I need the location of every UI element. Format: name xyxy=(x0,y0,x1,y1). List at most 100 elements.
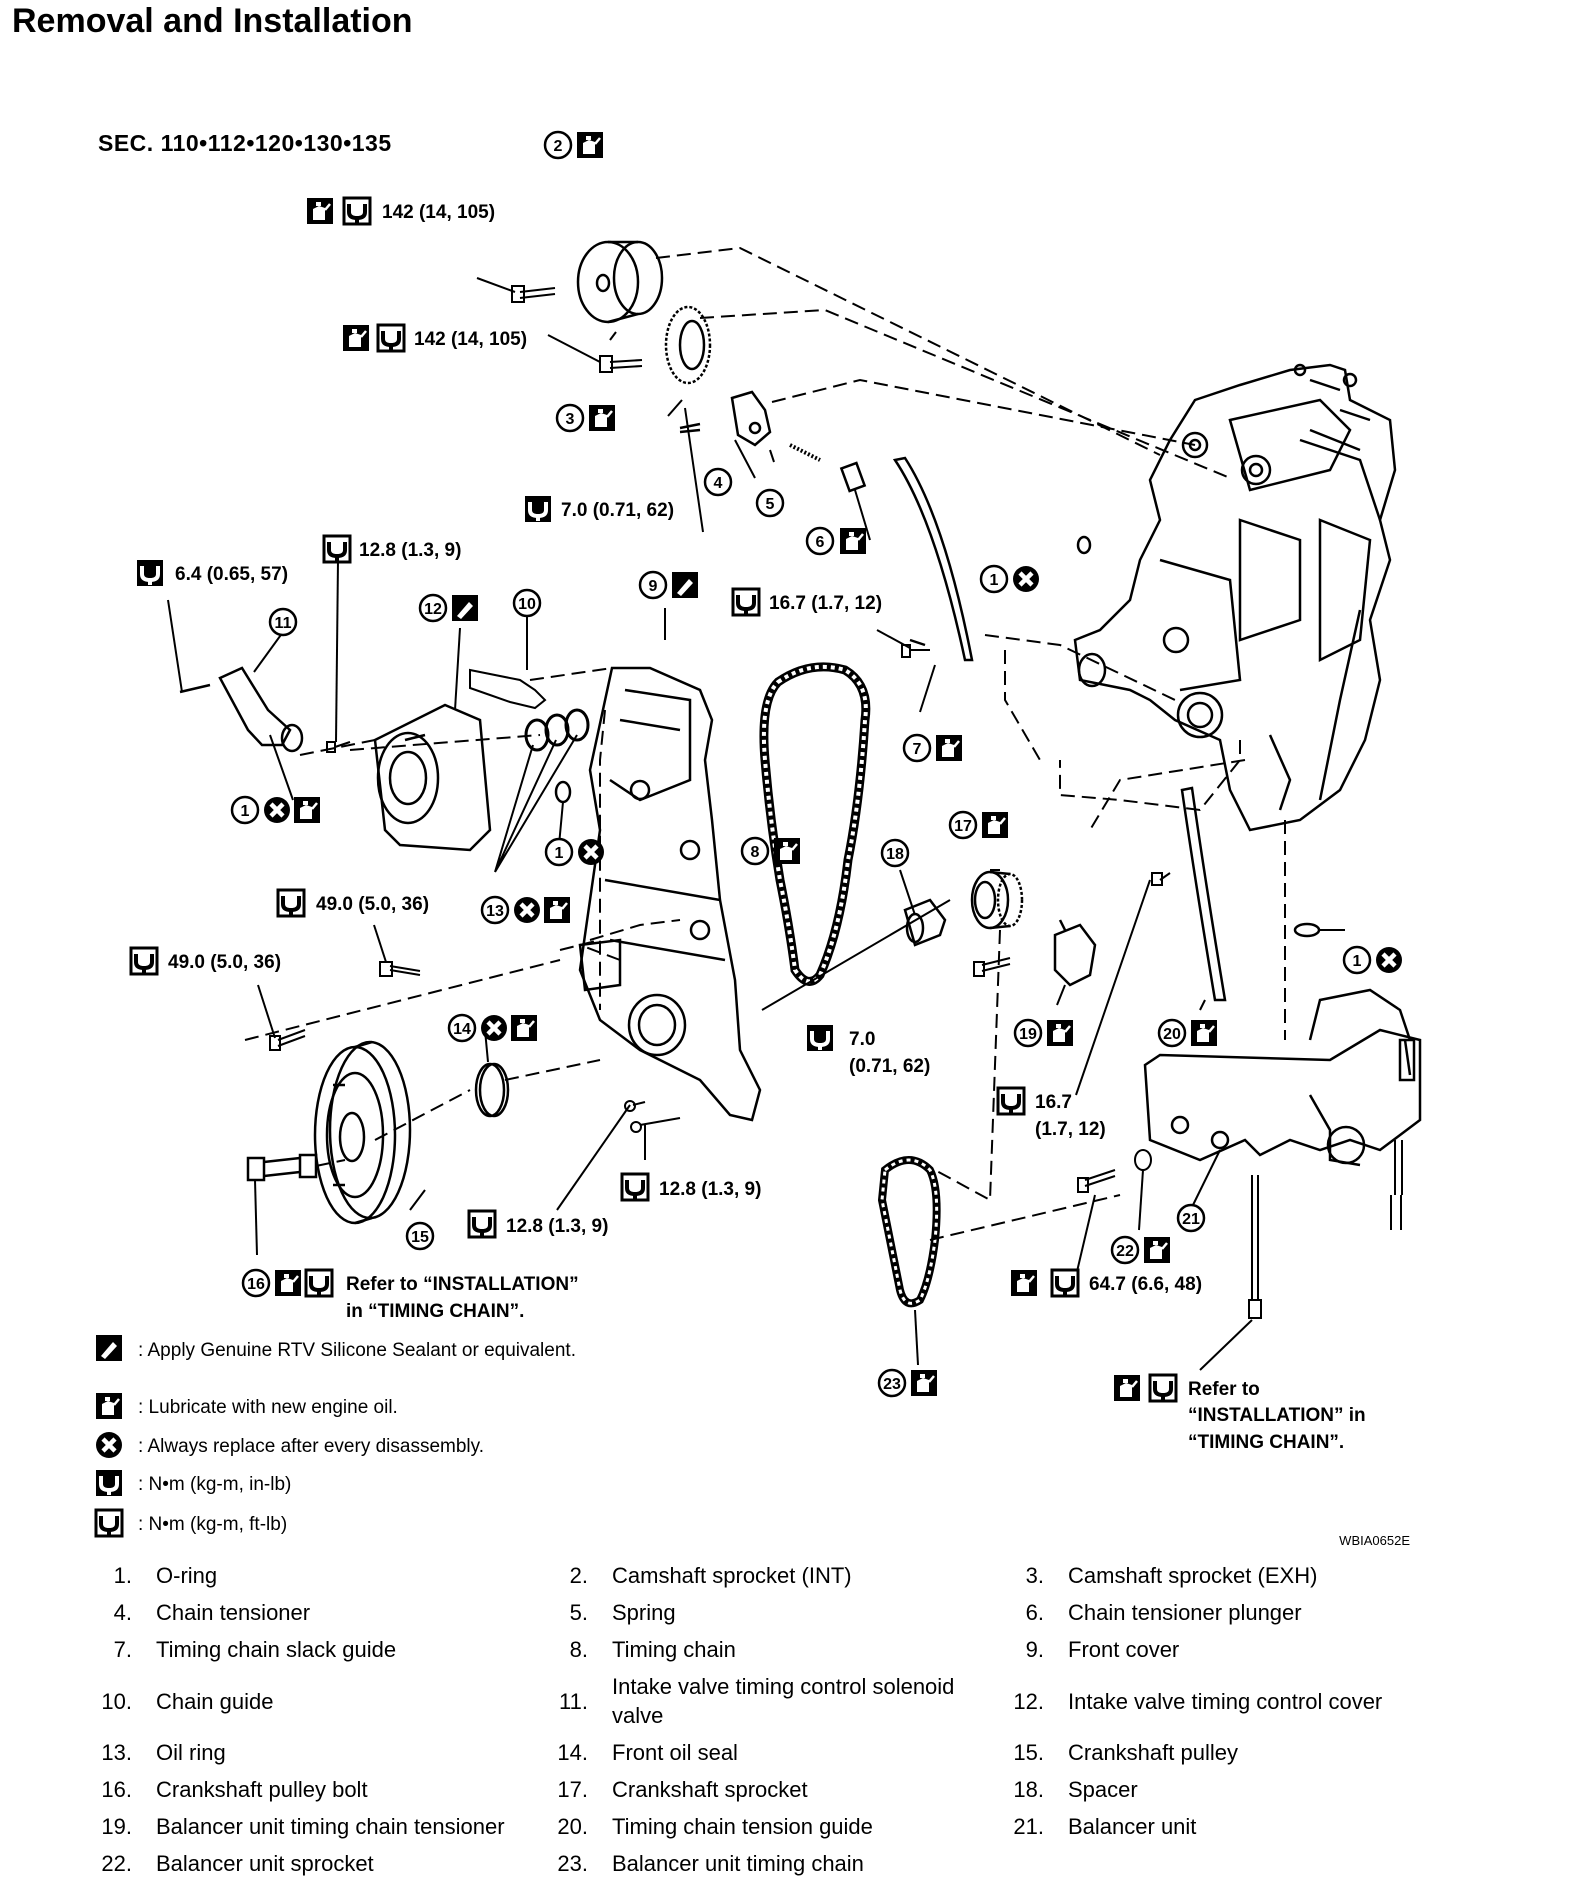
figure-code: WBIA0652E xyxy=(1339,1533,1410,1548)
part-item: 8.Timing chain xyxy=(534,1635,990,1664)
callout-1-b: 1 xyxy=(230,795,260,825)
part-item: 18.Spacer xyxy=(990,1775,1446,1804)
callout-12: 12 xyxy=(418,593,448,623)
torque-6-4: 6.4 (0.65, 57) xyxy=(175,564,288,585)
callout-14: 14 xyxy=(447,1013,477,1043)
part-number: 13. xyxy=(101,1740,132,1765)
callout-1b-num: 1 xyxy=(241,803,250,820)
part-item: 9. Front cover xyxy=(990,1635,1446,1664)
exploded-diagram: 2 3 4 5 6 1 9 11 12 10 7 1 17 1 8 18 13 … xyxy=(0,130,1422,1548)
callout-23: 23 xyxy=(877,1368,907,1398)
torque-142-b: 142 (14, 105) xyxy=(414,329,527,350)
part-number: 17. xyxy=(557,1777,588,1802)
part-name: Oil ring xyxy=(156,1740,226,1765)
balancer-bolt xyxy=(1248,1140,1403,1319)
ref-16-line2: in “TIMING CHAIN”. xyxy=(346,1301,524,1322)
callout-3: 3 xyxy=(555,403,585,433)
part-name: Intake valve timing control solenoid val… xyxy=(612,1674,955,1728)
part-item: 10.Chain guide xyxy=(78,1687,534,1716)
torque-49-a: 49.0 (5.0, 36) xyxy=(316,894,429,915)
torque-7-0-a: 7.0 (0.71, 62) xyxy=(561,500,674,521)
part-item: 14.Front oil seal xyxy=(534,1738,990,1767)
callout-7-num: 7 xyxy=(913,741,922,758)
callout-1a-num: 1 xyxy=(990,572,999,589)
chain-guide xyxy=(469,668,547,710)
section-label: SEC. 110•112•120•130•135 xyxy=(98,130,392,156)
part-name: Balancer unit timing chain tensioner xyxy=(156,1814,505,1839)
part-name: Crankshaft pulley bolt xyxy=(156,1777,368,1802)
callout-18-num: 18 xyxy=(886,846,904,863)
callout-5-num: 5 xyxy=(766,496,775,513)
torque-16-7-a: 16.7 (1.7, 12) xyxy=(769,593,882,614)
part-number: 20. xyxy=(557,1814,588,1839)
part-item: 11.Intake valve timing control solenoid … xyxy=(534,1672,990,1730)
callout-12-num: 12 xyxy=(424,601,442,618)
callout-22: 22 xyxy=(1110,1235,1140,1265)
callout-20-num: 20 xyxy=(1163,1026,1181,1043)
torque-7-0-b-1: 7.0 xyxy=(849,1029,875,1050)
part-number: 19. xyxy=(101,1814,132,1839)
balancer-tensioner xyxy=(1053,919,1097,987)
ivt-cover xyxy=(373,703,492,852)
torque-64-7: 64.7 (6.6, 48) xyxy=(1089,1274,1202,1295)
part-name: Balancer unit xyxy=(1068,1814,1197,1839)
slack-guide xyxy=(892,456,974,662)
part-item: 1.O-ring xyxy=(78,1561,534,1590)
callout-1-d: 1 xyxy=(1342,945,1372,975)
part-item: 17.Crankshaft sprocket xyxy=(534,1775,990,1804)
part-item: 4.Chain tensioner xyxy=(78,1598,534,1627)
part-number: 1. xyxy=(113,1563,132,1588)
part-name: Crankshaft pulley xyxy=(1068,1740,1238,1765)
callout-2: 2 xyxy=(543,130,573,160)
callout-6: 6 xyxy=(805,526,835,556)
crankshaft-sprocket xyxy=(970,870,1024,930)
callout-1-c: 1 xyxy=(544,837,574,867)
balancer-chain xyxy=(877,1156,941,1308)
crankshaft-pulley xyxy=(313,1040,412,1225)
torque-12-8-c: 12.8 (1.3, 9) xyxy=(506,1216,608,1237)
part-item: 19. Balancer unit timing chain tensioner xyxy=(78,1812,534,1841)
callout-13: 13 xyxy=(480,895,510,925)
part-item: 16. Crankshaft pulley bolt xyxy=(78,1775,534,1804)
part-item: 15.Crankshaft pulley xyxy=(990,1738,1446,1767)
callout-15-num: 15 xyxy=(411,1229,429,1246)
legend-torque-inlb-text: : N•m (kg-m, in-lb) xyxy=(138,1474,291,1495)
callout-17: 17 xyxy=(948,810,978,840)
callout-7: 7 xyxy=(902,733,932,763)
callout-4: 4 xyxy=(703,467,733,497)
part-name: Camshaft sprocket (EXH) xyxy=(1068,1563,1318,1588)
part-item: 3. Camshaft sprocket (EXH) xyxy=(990,1561,1446,1590)
callout-9: 9 xyxy=(638,570,668,600)
part-name: Camshaft sprocket (INT) xyxy=(612,1563,852,1588)
callout-22-num: 22 xyxy=(1116,1243,1134,1260)
callout-19-num: 19 xyxy=(1019,1026,1037,1043)
callout-16: 16 xyxy=(241,1268,271,1298)
callout-18: 18 xyxy=(880,838,910,868)
callout-13-num: 13 xyxy=(486,903,504,920)
part-item: 2.Camshaft sprocket (INT) xyxy=(534,1561,990,1590)
legend-sealant-text: : Apply Genuine RTV Silicone Sealant or … xyxy=(138,1340,576,1361)
torque-12-8-a: 12.8 (1.3, 9) xyxy=(359,540,461,561)
torque-16-7-b-1: 16.7 xyxy=(1035,1092,1072,1113)
callout-3-num: 3 xyxy=(566,411,575,428)
part-item: 23.Balancer unit timing chain xyxy=(534,1849,990,1878)
callout-1-a: 1 xyxy=(979,564,1009,594)
part-name: Front cover xyxy=(1068,1637,1180,1662)
part-number: 3. xyxy=(1025,1563,1044,1588)
part-number: 8. xyxy=(569,1637,588,1662)
part-number: 16. xyxy=(101,1777,132,1802)
part-number: 9. xyxy=(1025,1637,1044,1662)
part-item: 7.Timing chain slack guide xyxy=(78,1635,534,1664)
front-oil-seal xyxy=(474,1062,510,1118)
part-item: 6.Chain tensioner plunger xyxy=(990,1598,1446,1627)
callout-1c-num: 1 xyxy=(555,845,564,862)
page-title: Removal and Installation xyxy=(12,2,413,40)
callout-21: 21 xyxy=(1176,1203,1206,1233)
ref-16-line1: Refer to “INSTALLATION” xyxy=(346,1274,579,1295)
callout-14-num: 14 xyxy=(453,1021,471,1038)
